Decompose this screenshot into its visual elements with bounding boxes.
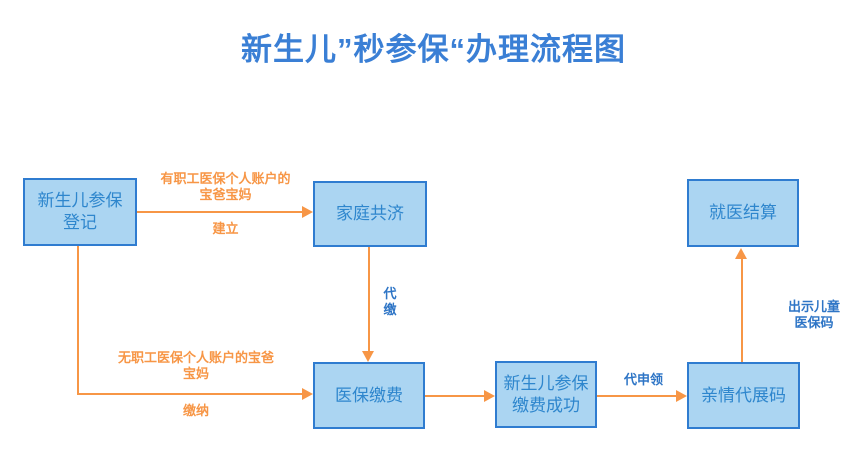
arrowhead-right-icon: [676, 390, 687, 402]
node-label-line: 就医结算: [709, 203, 777, 222]
edge-label-with-account-parents: 有职工医保个人账户的 宝爸宝妈: [148, 171, 303, 203]
edge-label-establish: 建立: [212, 221, 239, 236]
edge-label-line: 出示儿童: [787, 299, 840, 314]
edge-label-line: 无职工医保个人账户的宝爸: [117, 350, 274, 365]
arrowhead-up-icon: [735, 248, 747, 259]
node-label-line: 家庭共济: [336, 204, 404, 223]
edge-label-show-child-code: 出示儿童 医保码: [779, 299, 849, 331]
node-medical-settlement: 就医结算: [687, 179, 799, 247]
arrowhead-right-icon: [484, 390, 495, 402]
page-title: 新生儿”秒参保“办理流程图: [241, 32, 626, 67]
node-label-line: 新生儿参保: [503, 373, 589, 393]
node-label-line: 登记: [63, 213, 97, 232]
arrowhead-right-icon: [302, 388, 313, 400]
connector-family-to-payment: [368, 247, 370, 353]
edge-label-line: 代: [383, 286, 397, 301]
edge-label-line: 缴: [383, 302, 397, 317]
node-label-line: 新生儿参保: [37, 191, 123, 210]
arrowhead-down-icon: [362, 351, 374, 362]
edge-label-line: 宝爸宝妈: [199, 187, 252, 202]
connector-payment-to-success: [425, 395, 485, 397]
connector-code-to-settlement: [741, 259, 743, 362]
connector-registration-to-payment-vertical: [77, 246, 79, 395]
edge-label-apply-on-behalf: 代申领: [623, 372, 663, 387]
node-label-line: 亲情代展码: [701, 385, 786, 405]
connector-registration-to-payment-horizontal: [77, 393, 303, 395]
connector-registration-to-family: [137, 211, 303, 213]
node-family-proxy-code: 亲情代展码: [687, 362, 800, 429]
node-payment-success: 新生儿参保 缴费成功: [495, 361, 597, 428]
edge-label-line: 医保码: [794, 315, 834, 330]
node-label-line: 医保缴费: [335, 385, 403, 405]
edge-label-line: 宝妈: [182, 366, 209, 381]
node-insurance-payment: 医保缴费: [313, 362, 425, 429]
edge-label-without-account-parents: 无职工医保个人账户的宝爸 宝妈: [98, 350, 294, 382]
edge-label-line: 有职工医保个人账户的: [160, 171, 291, 186]
node-label-line: 缴费成功: [512, 395, 580, 415]
node-family-mutual-aid: 家庭共济: [313, 181, 427, 247]
edge-label-pay: 缴纳: [182, 403, 209, 418]
edge-label-pay-on-behalf: 代 缴: [378, 286, 402, 318]
arrowhead-right-icon: [302, 206, 313, 218]
connector-success-to-code: [597, 395, 677, 397]
node-newborn-registration: 新生儿参保 登记: [23, 178, 137, 246]
